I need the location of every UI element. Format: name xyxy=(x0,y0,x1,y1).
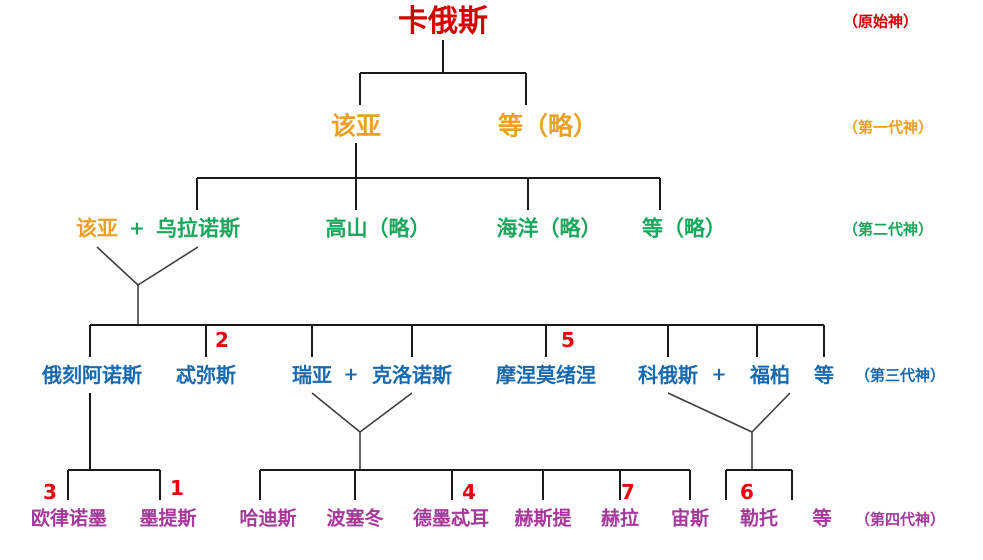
node-themis: 忒弥斯 xyxy=(176,363,236,387)
node-others-gen3: 等 xyxy=(814,363,834,387)
marker-7: 7 xyxy=(621,480,635,504)
node-zeus: 宙斯 xyxy=(670,507,710,530)
generation-label-second: （第二代神） xyxy=(843,220,934,239)
node-hera: 赫拉 xyxy=(600,507,640,530)
node-uranus: 乌拉诺斯 xyxy=(156,216,240,241)
node-oceanus: 俄刻阿诺斯 xyxy=(42,363,142,387)
marker-4: 4 xyxy=(462,480,476,504)
marker-3: 3 xyxy=(43,480,57,504)
node-coeus: 科俄斯 xyxy=(638,363,698,387)
marker-5: 5 xyxy=(561,328,575,352)
node-gaia-gen1: 该亚 xyxy=(330,111,382,141)
generation-label-first: （第一代神） xyxy=(843,118,934,137)
union-plus-gaia-uranus: + xyxy=(129,217,145,240)
node-seas: 海洋（略） xyxy=(496,216,602,241)
union-plus-rhea-cronus: + xyxy=(343,364,359,385)
node-others-gen1: 等（略） xyxy=(497,111,599,141)
node-mountains: 高山（略） xyxy=(325,216,431,241)
node-chaos: 卡俄斯 xyxy=(398,4,488,39)
node-phoebe: 福柏 xyxy=(750,363,790,387)
node-eurynome: 欧律诺墨 xyxy=(30,507,108,530)
node-demeter: 德墨忒耳 xyxy=(412,507,490,530)
node-metis: 墨提斯 xyxy=(139,507,197,530)
generation-label-fourth: （第四代神） xyxy=(855,510,946,529)
node-mnemosyne: 摩涅莫绪涅 xyxy=(496,363,596,387)
marker-6: 6 xyxy=(740,480,754,504)
marker-1: 1 xyxy=(170,476,184,500)
union-plus-coeus-phoebe: + xyxy=(711,364,727,385)
node-gaia-gen2: 该亚 xyxy=(76,216,118,241)
node-poseidon: 波塞冬 xyxy=(326,507,384,530)
node-hestia: 赫斯提 xyxy=(514,507,572,530)
node-rhea: 瑞亚 xyxy=(292,363,332,387)
node-cronus: 克洛诺斯 xyxy=(372,363,452,387)
node-others-gen2: 等（略） xyxy=(642,216,726,241)
generation-label-primordial: （原始神） xyxy=(843,12,919,31)
marker-2: 2 xyxy=(215,328,229,352)
node-leto: 勒托 xyxy=(739,507,779,530)
generation-label-third: （第三代神） xyxy=(855,366,946,385)
node-hades: 哈迪斯 xyxy=(239,507,297,530)
node-others-gen4: 等 xyxy=(812,507,832,530)
